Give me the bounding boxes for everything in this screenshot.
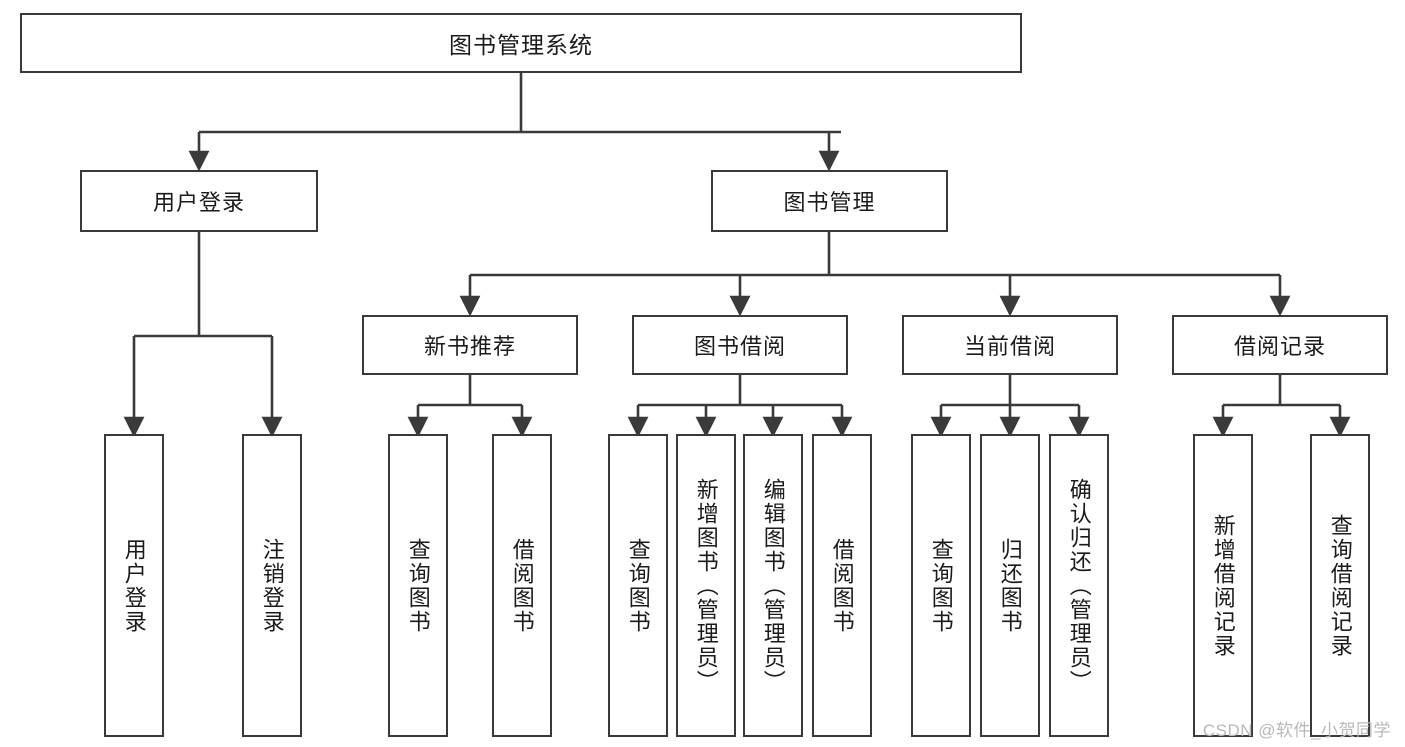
- leaf-borrow-add-book-admin[interactable]: 新增图书（管理员）: [676, 434, 736, 737]
- leaf-borrow-borrow-book[interactable]: 借阅图书: [812, 434, 872, 737]
- leaf-borrow-edit-book-admin[interactable]: 编辑图书（管理员）: [743, 434, 803, 737]
- leaf-user-login-logout[interactable]: 注销登录: [242, 434, 302, 737]
- leaf-user-login-login[interactable]: 用户登录: [104, 434, 164, 737]
- leaf-current-return-book[interactable]: 归还图书: [980, 434, 1040, 737]
- leaf-recommend-borrow-book[interactable]: 借阅图书: [492, 434, 552, 737]
- node-root-system[interactable]: 图书管理系统: [20, 13, 1022, 73]
- node-book-borrow[interactable]: 图书借阅: [632, 315, 848, 375]
- node-current-borrow[interactable]: 当前借阅: [902, 315, 1118, 375]
- leaf-records-add-record[interactable]: 新增借阅记录: [1193, 434, 1253, 737]
- leaf-current-confirm-return-admin[interactable]: 确认归还（管理员）: [1049, 434, 1109, 737]
- node-book-management[interactable]: 图书管理: [711, 170, 948, 232]
- watermark-text: CSDN @软件_小贺同学: [1202, 721, 1391, 740]
- leaf-borrow-query-book[interactable]: 查询图书: [608, 434, 668, 737]
- leaf-current-query-book[interactable]: 查询图书: [911, 434, 971, 737]
- node-borrow-records[interactable]: 借阅记录: [1172, 315, 1388, 375]
- leaf-records-query-record[interactable]: 查询借阅记录: [1310, 434, 1370, 737]
- leaf-recommend-query-book[interactable]: 查询图书: [388, 434, 448, 737]
- node-new-book-recommend[interactable]: 新书推荐: [362, 315, 578, 375]
- node-user-login[interactable]: 用户登录: [80, 170, 318, 232]
